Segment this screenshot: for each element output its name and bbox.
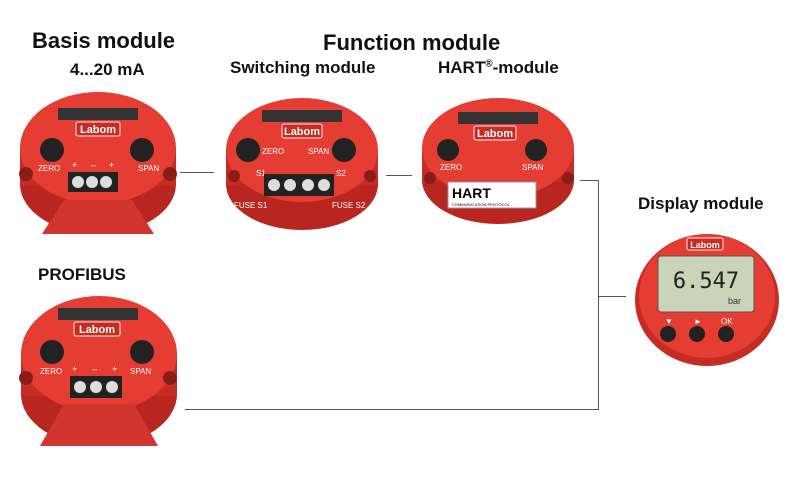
connector-bus-display: [598, 296, 626, 297]
function-module-heading: Function module: [323, 30, 501, 55]
s1-label: S1: [256, 169, 266, 178]
minus-label: –: [91, 160, 96, 170]
s2-label: S2: [336, 169, 346, 178]
brand-label: Labom: [477, 128, 513, 140]
span-label: SPAN: [522, 163, 543, 172]
span-label: SPAN: [308, 147, 329, 156]
lcd-reading: 6.547: [673, 269, 739, 294]
brand-label: Labom: [80, 124, 116, 136]
basis-module-device: Labom ZERO SPAN + – +: [19, 92, 177, 234]
display-module-heading: Display module: [638, 194, 764, 213]
profibus-label: PROFIBUS: [38, 265, 126, 284]
down-button: [660, 326, 676, 342]
ok-button: [718, 326, 734, 342]
lcd-unit: bar: [728, 296, 741, 306]
plus-label: +: [72, 364, 77, 374]
connector-hart-bus-horizontal: [580, 180, 599, 181]
ok-button-label: OK: [721, 317, 733, 326]
switching-module-device: Labom ZERO SPAN S1 S2 FUSE S1 FUSE S2: [226, 98, 378, 230]
fuse-s1-label: FUSE S1: [234, 201, 268, 210]
brand-label: Labom: [79, 324, 115, 336]
display-module-device: Labom 6.547 bar ▼ ► OK: [635, 234, 779, 366]
connector-switching-hart: [386, 175, 412, 176]
fuse-s2-label: FUSE S2: [332, 201, 366, 210]
hart-logo: HART: [452, 185, 491, 201]
basis-module-heading: Basis module: [32, 28, 176, 53]
connector-basis-switching: [180, 172, 214, 173]
plus-label: +: [72, 160, 77, 170]
span-label: SPAN: [130, 367, 151, 376]
hart-module-device: Labom ZERO SPAN HART COMMUNICATION PROTO…: [422, 98, 574, 224]
zero-label: ZERO: [40, 367, 62, 376]
plus-label-2: +: [112, 364, 117, 374]
brand-label: Labom: [690, 240, 720, 250]
profibus-module-device: Labom ZERO SPAN + – +: [19, 296, 177, 446]
current-output-label: 4...20 mA: [70, 60, 145, 79]
zero-label: ZERO: [262, 147, 284, 156]
switching-module-label: Switching module: [230, 58, 376, 77]
right-button: [689, 326, 705, 342]
right-button-label: ►: [694, 317, 702, 326]
hart-module-label: HART®-module: [438, 58, 559, 77]
span-label: SPAN: [138, 164, 159, 173]
plus-label-2: +: [109, 160, 114, 170]
down-button-label: ▼: [665, 317, 673, 326]
hart-tagline: COMMUNICATION PROTOCOL: [452, 202, 511, 207]
connector-profibus-bus: [185, 409, 599, 410]
connector-bus-vertical: [598, 180, 599, 409]
zero-label: ZERO: [38, 164, 60, 173]
minus-label: –: [92, 364, 97, 374]
zero-label: ZERO: [440, 163, 462, 172]
brand-label: Labom: [284, 126, 320, 138]
